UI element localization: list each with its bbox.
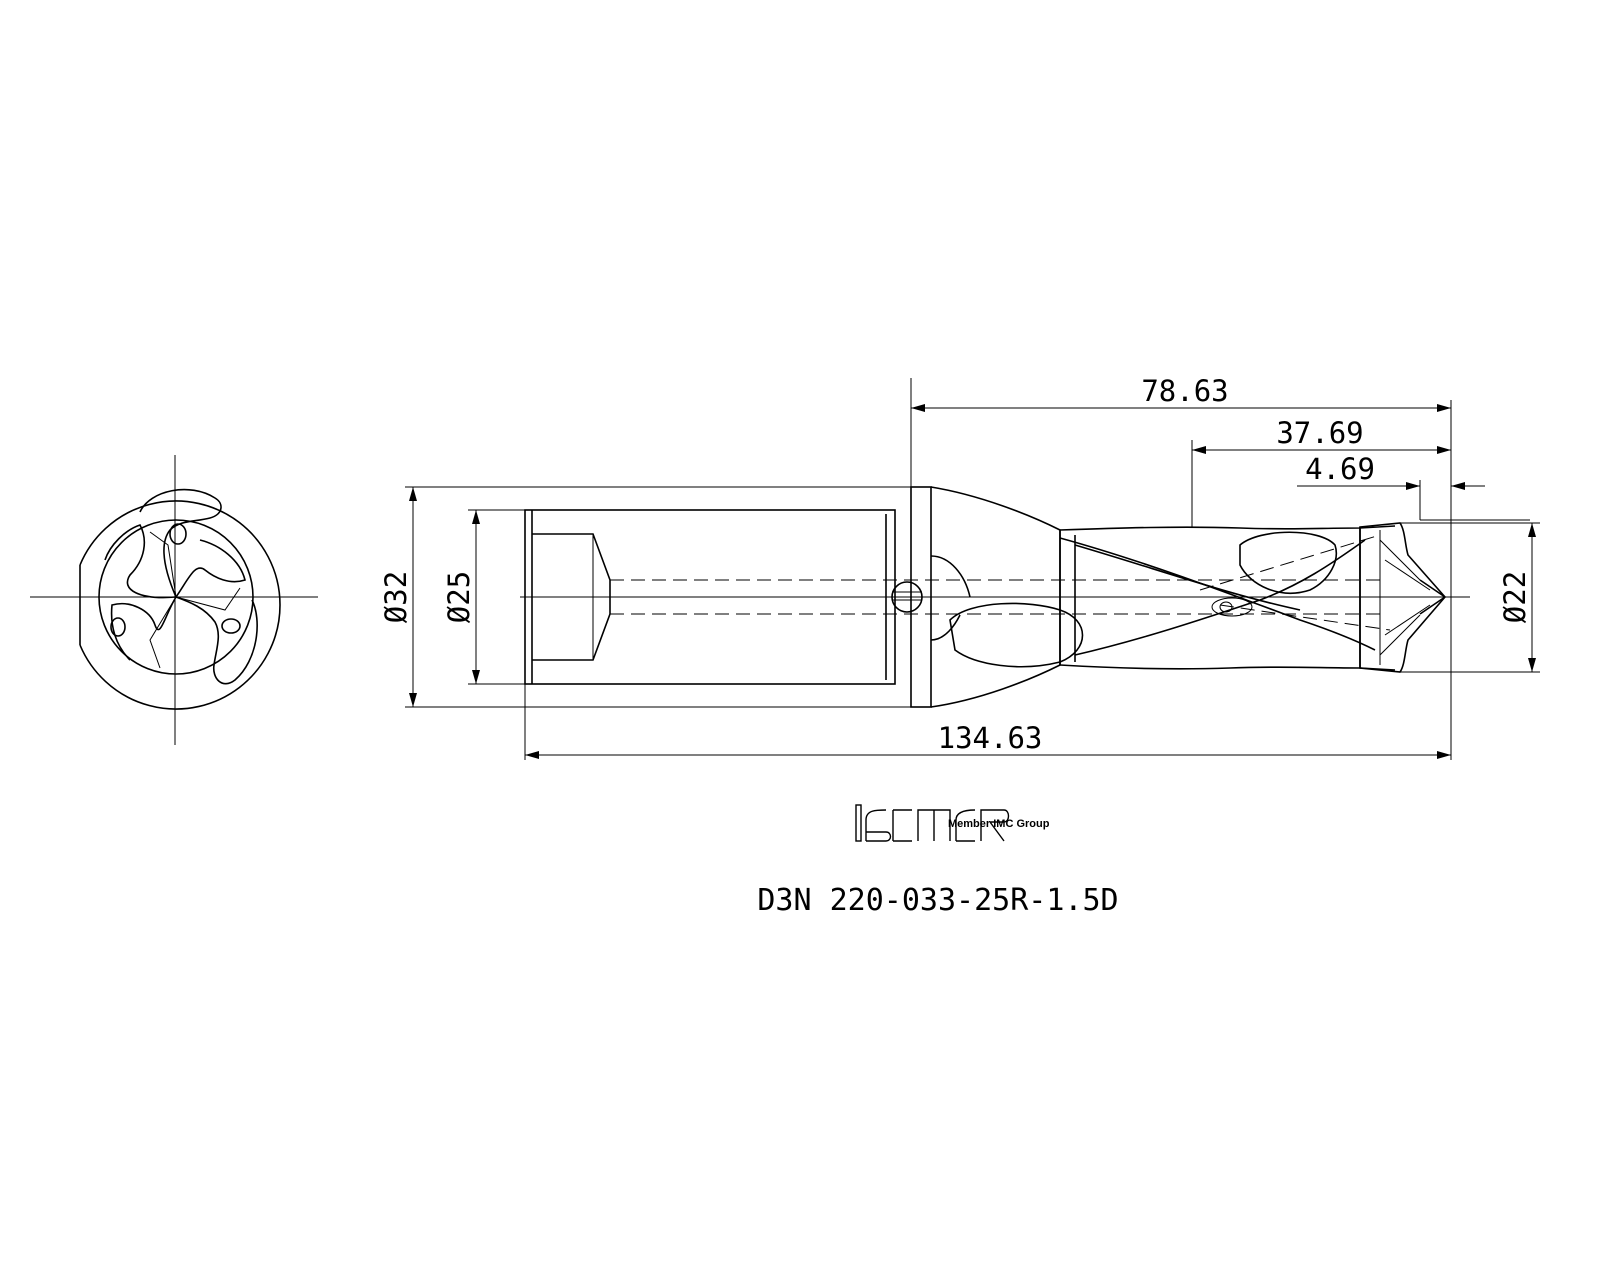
dim-head-length: 78.63 <box>1141 374 1228 408</box>
arrow-flange-top <box>409 487 417 501</box>
flute-lobe-upper <box>1239 531 1337 594</box>
logo-tagline: Member IMC Group <box>948 818 1050 830</box>
arrow-tip-length-left <box>1406 482 1420 490</box>
insert-chip-groove-1 <box>1379 539 1431 591</box>
body-neck-curve-top <box>930 555 971 598</box>
flange-body <box>910 486 932 708</box>
arrow-drill-top <box>1528 523 1536 537</box>
arrow-overall-right <box>1437 751 1451 759</box>
arrow-head-length-right <box>1437 404 1451 412</box>
arrow-shank-top <box>472 510 480 524</box>
end-view-outer-circle <box>79 500 281 710</box>
end-view-coolant-hole-3 <box>110 617 126 637</box>
dim-flange-diameter: Ø32 <box>379 571 413 623</box>
arrow-tip-length-right <box>1451 482 1465 490</box>
body-neck-curve-bottom <box>930 614 961 641</box>
flute-helix-2 <box>1074 544 1301 611</box>
dim-drill-diameter: Ø22 <box>1498 571 1532 623</box>
flute-helix-1 <box>1059 537 1376 651</box>
dim-shank-diameter: Ø25 <box>442 571 476 623</box>
end-view-cutting-edge-3 <box>149 596 177 669</box>
insert-hidden-line-1 <box>1199 534 1381 591</box>
insert-point <box>1419 579 1447 615</box>
arrow-flute-length-right <box>1437 446 1451 454</box>
end-view-coolant-hole-2 <box>221 618 241 634</box>
iscar-logo: Member IMC Group <box>855 804 1050 842</box>
insert <box>1359 522 1447 673</box>
flute-helix-3 <box>1074 539 1366 656</box>
logo-wordmark <box>855 804 1010 842</box>
shank <box>524 509 896 685</box>
shank-body <box>524 509 896 685</box>
side-view <box>520 486 1470 708</box>
arrow-head-length-left <box>911 404 925 412</box>
flute-lobe-lower <box>949 602 1084 668</box>
shank-flat <box>532 533 611 661</box>
end-view-flute-3 <box>104 524 177 599</box>
arrow-flute-length-left <box>1192 446 1206 454</box>
end-view-coolant-hole-1 <box>169 523 187 545</box>
end-view-flute-2 <box>175 596 258 685</box>
coolant-port <box>891 581 923 613</box>
dim-tip-length: 4.69 <box>1305 452 1375 486</box>
insert-chip-groove-2 <box>1379 604 1431 656</box>
flute-lower-edge <box>1059 664 1396 671</box>
arrow-flange-bottom <box>409 693 417 707</box>
flute-body <box>949 525 1396 671</box>
end-view-cutting-edge-1 <box>149 531 177 598</box>
coolant-exit <box>1211 597 1253 617</box>
end-view-flute-5 <box>175 539 246 598</box>
end-view-cutting-edge-2 <box>175 587 241 611</box>
insert-hidden-line-2 <box>1219 604 1391 631</box>
arrow-overall-left <box>525 751 539 759</box>
end-view-body-circle <box>98 519 254 675</box>
flute-upper-edge <box>1059 525 1396 531</box>
dim-flute-length: 37.69 <box>1276 416 1363 450</box>
dim-overall-length: 134.63 <box>938 721 1043 755</box>
arrow-shank-bottom <box>472 670 480 684</box>
flange <box>891 486 932 708</box>
part-number: D3N 220-033-25R-1.5D <box>757 883 1118 918</box>
insert-outline <box>1359 522 1447 673</box>
end-view-flute-4 <box>110 596 177 661</box>
arrow-drill-bottom <box>1528 658 1536 672</box>
dimensions: 78.63 37.69 4.69 134.63 Ø32 Ø25 <box>379 374 1540 760</box>
end-view <box>30 455 318 745</box>
